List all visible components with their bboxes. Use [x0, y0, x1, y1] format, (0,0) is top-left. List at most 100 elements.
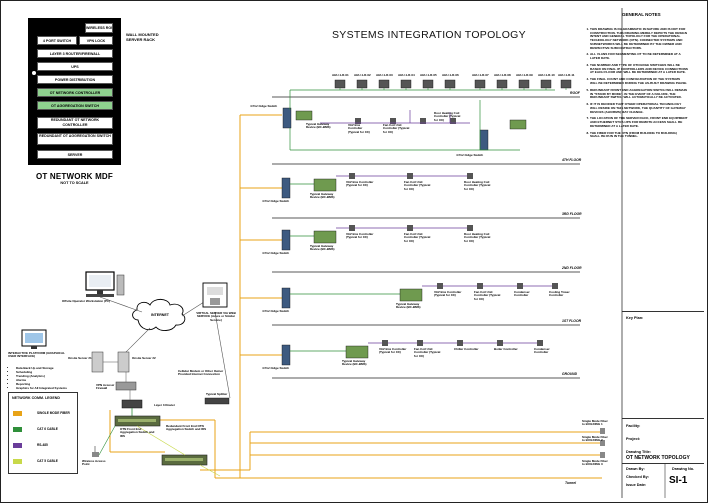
controller-icon — [437, 283, 443, 289]
legend-swatch — [13, 459, 22, 464]
controller-icon — [450, 118, 456, 124]
controller-icon — [467, 225, 473, 231]
controller-label: Cooling Tower Controller — [549, 290, 570, 298]
ahu-unit-icon — [444, 79, 456, 89]
rack-unit: 4 PORT SWITCH — [37, 36, 77, 45]
gateway-icon — [399, 288, 423, 302]
controller-icon — [355, 118, 361, 124]
ahu-unit-icon — [422, 79, 434, 89]
gateway-icon — [313, 230, 337, 244]
drawing-title-label: Drawing Title: — [626, 450, 652, 454]
fiber-building-1-label: Single Mode Fiber to BUILDING 1 — [582, 419, 608, 427]
roof-ahu-group — [282, 79, 572, 151]
link — [181, 301, 205, 317]
rack-unit: OT AGGREGATION SWITCH — [37, 101, 113, 110]
legend-label: SINGLE MODE FIBER — [37, 411, 70, 415]
rack-unit: OT NETWORK CONTROLLER — [37, 88, 113, 97]
router-label: Layer 3 Router — [154, 403, 176, 407]
note-item: REDUNDANT FRONT END AGGREGATION SWITCH W… — [590, 88, 688, 100]
title-block-divider — [622, 463, 704, 464]
ahu-unit-icon — [540, 79, 552, 89]
edge-switch-label: 4 Port Edge Switch — [262, 309, 290, 313]
platform-stand — [31, 346, 37, 349]
general-notes: THIS DRAWING IS DIAGRAMMATIC IN NATURE A… — [584, 27, 688, 142]
controller-label: Fan Coil Unit Controller (Typical for XX… — [474, 290, 501, 301]
controller-icon — [407, 225, 413, 231]
redundant-switch-label: Redundant Front End OTN Aggregation Swit… — [166, 424, 207, 432]
legend-label: CAT 5 CABLE — [37, 459, 58, 463]
note-item: THIS DRAWING IS DIAGRAMMATIC IN NATURE A… — [590, 27, 688, 50]
interactive-platform — [21, 329, 47, 349]
controller-icon — [552, 283, 558, 289]
cat5-links — [136, 425, 221, 477]
rack-note: WALL MOUNTED SERVER RACK — [126, 32, 159, 42]
ahu-label: AHU-1-R-10 — [538, 73, 555, 77]
controller-label: Fan Coil Unit Controller (Typical for XX… — [404, 180, 431, 191]
controller-icon — [382, 340, 388, 346]
controller-icon — [477, 283, 483, 289]
link — [98, 425, 116, 456]
drawing-title-value: OT NETWORK TOPOLOGY — [626, 455, 690, 461]
floor-label-ground: GROUND — [562, 372, 578, 376]
gateway-label: Typical Gateway Device (BC-BMS) — [342, 359, 367, 367]
switch-ports — [118, 419, 156, 422]
controller-icon — [467, 173, 473, 179]
controller-icon — [349, 173, 355, 179]
platform-label: INTERACTIVE PLATFORM (GRAPHICAL USER INT… — [8, 351, 65, 359]
link — [214, 311, 231, 399]
drawn-by-label: Drawn By: — [626, 467, 645, 471]
rack-unit: POWER DISTRIBUTION — [37, 75, 113, 84]
front-end-switch-label: OTN Front End Aggregation Switch and IDS — [120, 427, 155, 438]
rack-unit: REDUNDANT OT AGGREGATION SWITCH — [37, 133, 113, 145]
controller-icon — [497, 340, 503, 346]
diagram-title: SYSTEMS INTEGRATION TOPOLOGY — [332, 29, 526, 41]
notes-title: GENERAL NOTES — [622, 12, 661, 17]
ahu-unit-icon — [378, 79, 390, 89]
feature-item: Scheduling — [16, 370, 67, 374]
title-block-divider — [622, 311, 704, 312]
cat5-run — [136, 425, 186, 456]
legend-label: RS-485 — [37, 443, 48, 447]
legend-row: CAT 6 CABLE — [13, 425, 77, 433]
legend-label: CAT 6 CABLE — [37, 427, 58, 431]
onsite-server-1-label: Onsite Server #1 — [68, 356, 92, 360]
note-item: ALL VLANS FOR SEGMENTING OT TO BE DETERM… — [590, 52, 688, 60]
ahu-unit-icon — [400, 79, 412, 89]
ahu-unit-icon — [356, 79, 368, 89]
monitor-screen — [89, 275, 111, 287]
server-body — [210, 298, 220, 305]
internet-links — [99, 296, 231, 399]
rack-indicator-icon — [32, 71, 36, 75]
controller-label: Boiler Controller — [494, 347, 518, 351]
edge-switch-icon — [281, 287, 291, 309]
ahu-unit-icon — [334, 79, 346, 89]
ahu-label: AHU-1-R-08 — [494, 73, 511, 77]
server-screen — [207, 287, 223, 295]
wireless-access-point — [92, 425, 116, 457]
checked-by-label: Checked By: — [626, 475, 650, 479]
rack-unit: WIRELESS ROUTER — [85, 23, 113, 33]
layer3-router-icon — [121, 399, 143, 409]
onsite-server-1-icon — [91, 351, 104, 373]
controller-icon — [457, 340, 463, 346]
edge-switch-icon — [281, 177, 291, 199]
legend-swatch — [13, 443, 22, 448]
controller-label: Chiller Controller — [454, 347, 479, 351]
cat5-run — [199, 464, 221, 477]
ahu-label: AHU-1-R-07 — [472, 73, 489, 77]
wireless-ap-label: Wireless Access Point — [82, 459, 106, 467]
floor-label-tunnel: Tunnel — [565, 481, 577, 485]
internet-label: INTERNET — [151, 313, 169, 317]
feature-item: Reporting — [16, 382, 67, 386]
ahu-label: AHU-1-R-03 — [376, 73, 393, 77]
note-item: THE NUMBER AND TYPE OF OTN EDGE SWITCHES… — [590, 63, 688, 75]
fiber-backbone — [109, 114, 602, 479]
roof-rs485 — [320, 110, 470, 124]
door-heating-label: Door Heating Coil Controller (Typical fo… — [434, 111, 461, 122]
platform-feature-list: Data Back Up and StorageSchedulingTrendi… — [10, 366, 67, 390]
facility-label: Facility: — [626, 424, 641, 428]
onsite-server-2-label: Onsite Server #2 — [132, 356, 156, 360]
onsite-servers — [91, 351, 130, 373]
